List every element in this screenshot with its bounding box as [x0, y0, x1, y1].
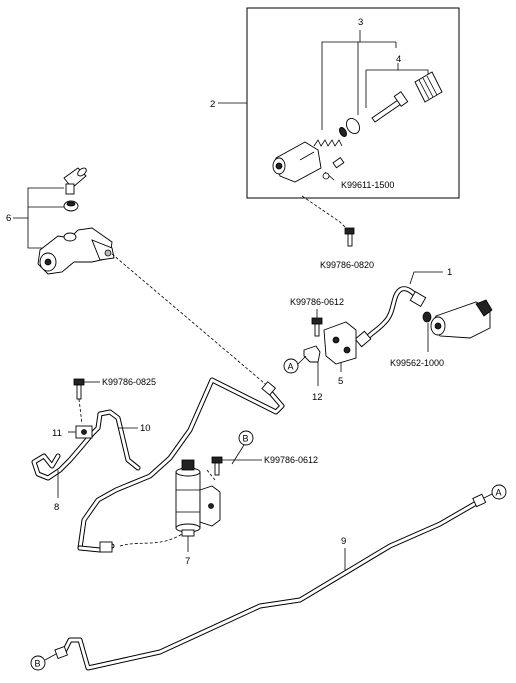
bolt-k99786-0612-mid [211, 456, 223, 476]
part-code-k99562-1000: K99562-1000 [390, 358, 444, 368]
svg-text:B: B [35, 659, 41, 669]
part-code-k99786-0820: K99786-0820 [320, 260, 374, 270]
callout-11: 11 [52, 428, 62, 439]
part-code-k99611-1500: K99611-1500 [341, 180, 394, 190]
part-code-k99786-0612-top: K99786-0612 [290, 297, 344, 307]
callout-5: 5 [338, 376, 343, 387]
callout-1: 1 [447, 267, 452, 278]
bolt-hole-marker [322, 172, 330, 180]
callout-10: 10 [140, 423, 151, 434]
connector-a-upper: A [283, 355, 307, 374]
callout-8: 8 [54, 502, 59, 513]
bracket-item-5: 5 [323, 321, 357, 387]
part-code-k99786-0612-mid: K99786-0612 [264, 455, 318, 465]
callout-4: 4 [396, 54, 401, 65]
part-code-k99786-0825: K99786-0825 [102, 377, 156, 387]
dust-boot [414, 71, 443, 103]
callout-9: 9 [341, 536, 346, 547]
master-cylinder-body [37, 227, 115, 275]
bolt-k99786-0825 [73, 378, 85, 425]
bolt-k99786-0612-top [311, 317, 323, 337]
bleeder-screw [332, 157, 345, 169]
piston [338, 118, 361, 137]
spring [313, 139, 343, 147]
slave-cylinder-assembled [422, 299, 493, 339]
slave-cylinder-inset: 2 3 4 [210, 7, 460, 199]
pipe-item-9: 9 [54, 493, 487, 671]
damper-item-7: 7 [175, 459, 221, 567]
callout-3: 3 [358, 17, 363, 28]
svg-text:B: B [243, 434, 249, 444]
svg-text:A: A [496, 488, 502, 498]
clip-item-12: 12 [303, 345, 323, 403]
pipe-assembly-left [31, 377, 285, 553]
connector-b-lower: B [30, 653, 57, 671]
connector-a-lower: A [483, 484, 507, 500]
reservoir-fitting [63, 167, 87, 195]
callout-2: 2 [210, 99, 215, 110]
clip-item-11: 11 [52, 425, 93, 439]
callout-7: 7 [185, 556, 190, 567]
callout-6: 6 [6, 213, 11, 224]
washer-k99562-1000 [422, 311, 432, 323]
flex-hose: 1 [354, 267, 452, 348]
connector-b-upper: B [231, 430, 254, 465]
bolt-k99786-0820 [344, 227, 355, 247]
svg-text:A: A [288, 362, 294, 372]
reservoir-grommet [63, 200, 79, 212]
slave-cylinder-body [272, 141, 322, 183]
callout-12: 12 [312, 392, 323, 403]
master-cylinder-group: 6 [6, 167, 115, 275]
push-rod [371, 91, 409, 123]
